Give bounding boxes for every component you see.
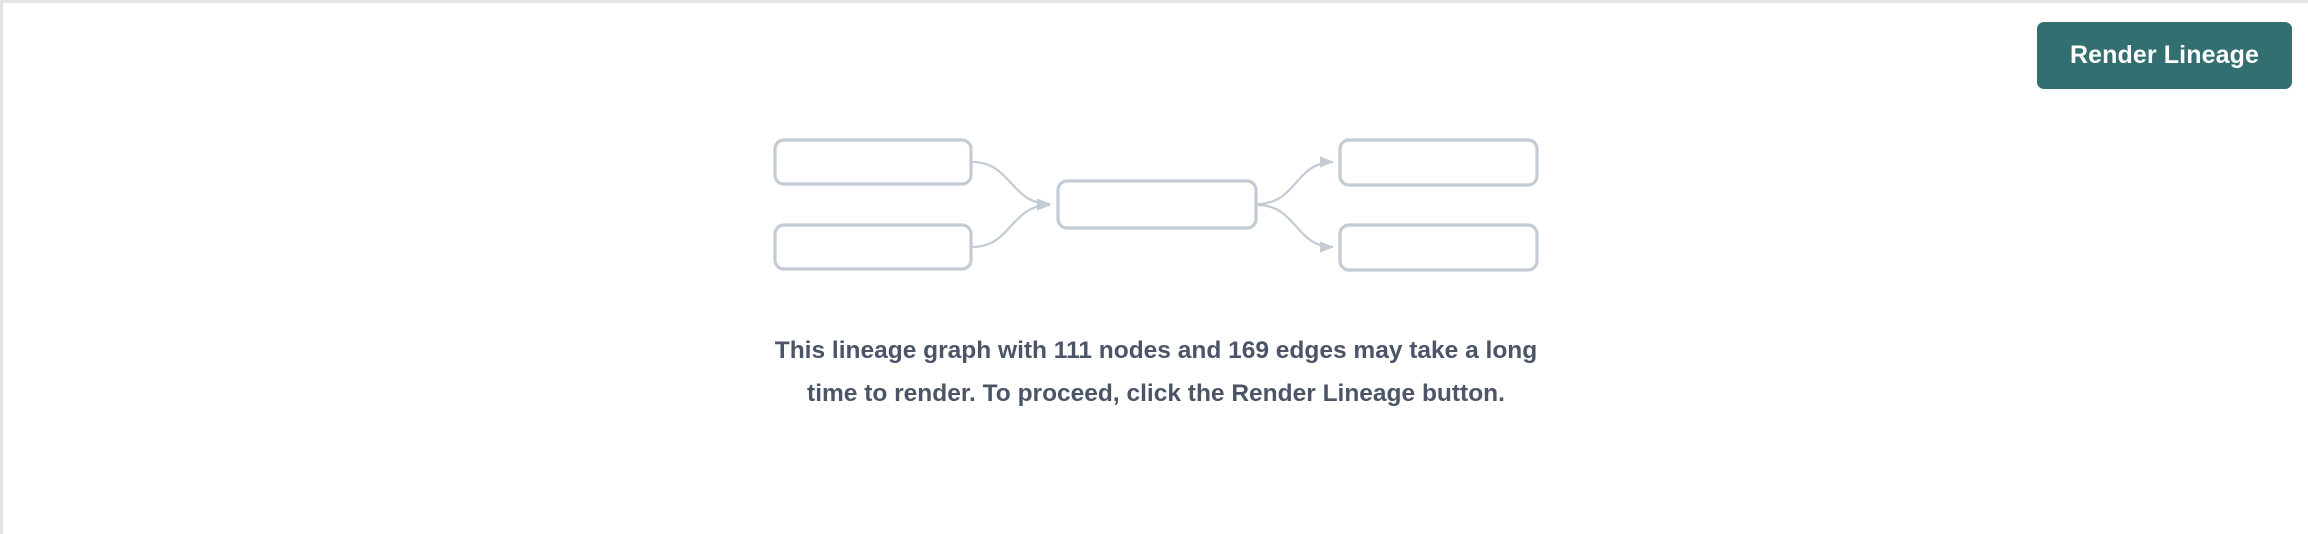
lineage-node-upstream-1[interactable] xyxy=(773,138,973,186)
left-divider xyxy=(0,3,3,534)
lineage-node-downstream-1[interactable] xyxy=(1338,138,1539,187)
lineage-node-downstream-2[interactable] xyxy=(1338,223,1539,272)
edge-focus-to-downstream-1 xyxy=(1256,156,1334,206)
top-divider xyxy=(0,0,2308,3)
lineage-node-upstream-2[interactable] xyxy=(773,223,973,271)
render-lineage-button[interactable]: Render Lineage xyxy=(2037,22,2292,89)
lineage-size-warning-message: This lineage graph with 111 nodes and 16… xyxy=(774,337,1538,407)
edge-upstream-2-to-focus xyxy=(971,199,1051,249)
lineage-node-focus[interactable] xyxy=(1056,179,1258,230)
edge-upstream-1-to-focus xyxy=(971,160,1051,210)
edge-focus-to-downstream-2 xyxy=(1256,203,1334,253)
